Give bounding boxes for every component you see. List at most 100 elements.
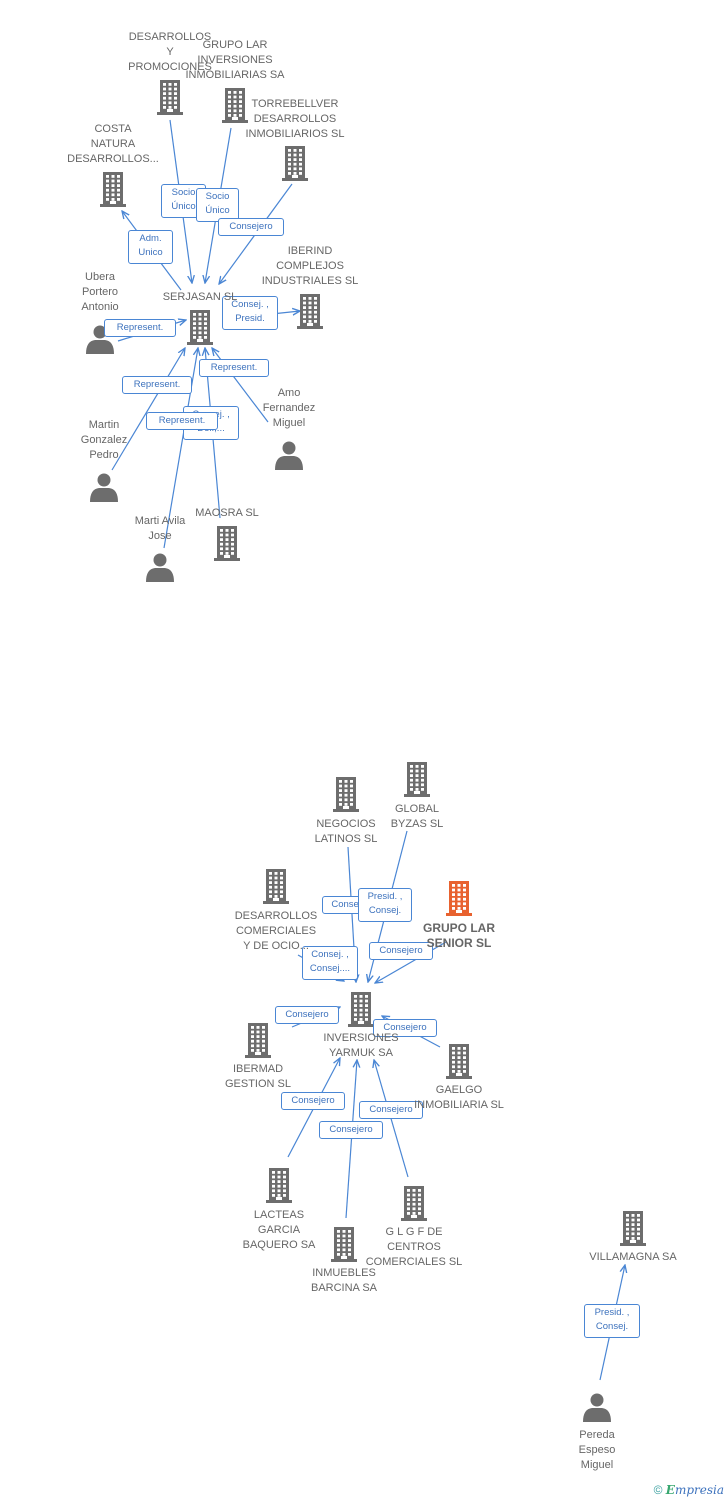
edge-label-amo-to-serjasan[interactable]: Represent.	[199, 359, 269, 377]
building-icon-grupo_lar_inversiones[interactable]	[222, 88, 248, 123]
footer-brand[interactable]: © Empresia	[654, 1483, 724, 1497]
edge-label-gaelgo-to-inversiones_yarmuk[interactable]: Consejero	[373, 1019, 437, 1037]
edge-label-grupo_lar_senior-to-inversiones_yarmuk[interactable]: Consejero	[369, 942, 433, 960]
edge-label-desarrollos_comerciales-to-inversiones_yarmuk[interactable]: Consej. , Consej....	[302, 946, 358, 980]
building-icon-desarrollos_promociones[interactable]	[157, 80, 183, 115]
edge-label-glgf-to-inversiones_yarmuk[interactable]: Consejero	[359, 1101, 423, 1119]
person-icon-martin[interactable]	[90, 473, 118, 503]
edge-label-inmuebles_barcina-to-inversiones_yarmuk[interactable]: Consejero	[319, 1121, 383, 1139]
node-label-line: Ubera	[85, 271, 115, 283]
node-label-line: INDUSTRIALES SL	[261, 275, 359, 287]
node-label-line: INMOBILIARIAS SA	[185, 69, 285, 81]
building-icon-desarrollos_comerciales[interactable]	[263, 869, 289, 904]
node-label-line: GAELGO	[435, 1084, 483, 1096]
person-icon-ubera[interactable]	[86, 325, 114, 355]
node-label-line: PROMOCIONES	[128, 61, 212, 73]
person-icon-pereda[interactable]	[583, 1393, 611, 1423]
edge-line-grupo_lar_senior-to-inversiones_yarmuk	[375, 941, 447, 983]
node-label-line: VILLAMAGNA SA	[589, 1251, 677, 1263]
person-icon-amo[interactable]	[275, 441, 303, 471]
node-label-line: GESTION SL	[224, 1078, 292, 1090]
building-icon-iberind[interactable]	[297, 294, 323, 329]
edge-label-global_byzas-to-inversiones_yarmuk[interactable]: Presid. , Consej.	[358, 888, 412, 922]
edge-line-inmuebles_barcina-to-inversiones_yarmuk	[345, 1060, 357, 1219]
building-icon-global_byzas[interactable]	[404, 762, 430, 797]
building-icon-costa_natura[interactable]	[100, 172, 126, 207]
edge-label-line: Presid. ,	[367, 891, 403, 902]
node-label-line: INMOBILIARIA SL	[414, 1099, 504, 1111]
edge-label-line: Represent.	[133, 379, 181, 390]
edge-label-marti-to-serjasan[interactable]: Represent.	[146, 412, 218, 430]
building-icon-maosra[interactable]	[214, 526, 240, 561]
edge-label-torrebellver-to-serjasan[interactable]: Consejero	[218, 218, 284, 236]
building-icon-glgf[interactable]	[401, 1186, 427, 1221]
node-label-line: COMERCIALES SL	[365, 1256, 463, 1268]
node-label-line: G L G F DE	[385, 1226, 443, 1238]
node-label-line: COMPLEJOS	[276, 260, 344, 272]
edge-label-line: Socio	[205, 191, 230, 202]
building-icon-inversiones_yarmuk[interactable]	[348, 992, 374, 1027]
edge-label-ubera-to-serjasan[interactable]: Represent.	[104, 319, 176, 337]
building-icon-grupo_lar_senior[interactable]	[446, 881, 472, 916]
node-label-line: Y DE OCIO...	[243, 940, 309, 952]
node-label-line: Marti Avila	[134, 515, 186, 527]
edge-label-line: Consejero	[329, 1124, 373, 1135]
building-icon-negocios_latinos[interactable]	[333, 777, 359, 812]
building-icon-inmuebles_barcina[interactable]	[331, 1227, 357, 1262]
edge-label-line: Adm.	[139, 233, 162, 244]
building-icon-lacteas[interactable]	[266, 1168, 292, 1203]
edge-label-line: Represent.	[116, 322, 164, 333]
edge-label-line: Consej.	[595, 1321, 629, 1332]
edge-label-line: Único	[205, 205, 230, 216]
node-label-maosra[interactable]: MAOSRA SL	[195, 506, 259, 521]
node-label-line: Miguel	[580, 1459, 614, 1471]
person-icon-marti[interactable]	[146, 553, 174, 583]
edge-label-line: Presid.	[235, 313, 265, 324]
building-icon-torrebellver[interactable]	[282, 146, 308, 181]
edge-label-ibermad-to-inversiones_yarmuk[interactable]: Consejero	[275, 1006, 339, 1024]
edge-label-line: Unico	[138, 247, 163, 258]
edge-label-serjasan-to-iberind[interactable]: Consej. , Presid.	[222, 296, 278, 330]
edge-label-line: Consej.	[368, 905, 402, 916]
node-label-serjasan[interactable]: SERJASAN SL	[163, 290, 238, 305]
edge-label-lacteas-to-inversiones_yarmuk[interactable]: Consejero	[281, 1092, 345, 1110]
node-label-line: LATINOS SL	[314, 833, 378, 845]
building-icon-gaelgo[interactable]	[446, 1044, 472, 1079]
edge-label-line: Consej. ,	[231, 299, 269, 310]
edge-label-line: Consejero	[383, 1022, 427, 1033]
building-icon-ibermad[interactable]	[245, 1023, 271, 1058]
edge-label-line: Consej. ,	[311, 949, 349, 960]
edge-label-martin-to-serjasan[interactable]: Represent.	[122, 376, 192, 394]
node-label-line: Pedro	[89, 449, 119, 461]
edge-label-pereda-to-villamagna[interactable]: Presid. ,Consej.	[584, 1304, 640, 1338]
node-label-line: DESARROLLOS	[234, 910, 318, 922]
edge-label-line: Consej....	[309, 963, 351, 974]
node-label-line: Pereda	[579, 1429, 615, 1441]
node-label-line: YARMUK SA	[329, 1047, 393, 1059]
edge-label-serjasan-to-costa_natura[interactable]: Adm. Unico	[128, 230, 173, 264]
node-label-villamagna[interactable]: VILLAMAGNA SA	[589, 1250, 676, 1265]
building-icon-villamagna[interactable]	[620, 1211, 646, 1246]
building-icon-serjasan[interactable]	[187, 310, 213, 345]
node-label-gaelgo[interactable]: GAELGO INMOBILIARIA SL	[414, 1083, 504, 1113]
